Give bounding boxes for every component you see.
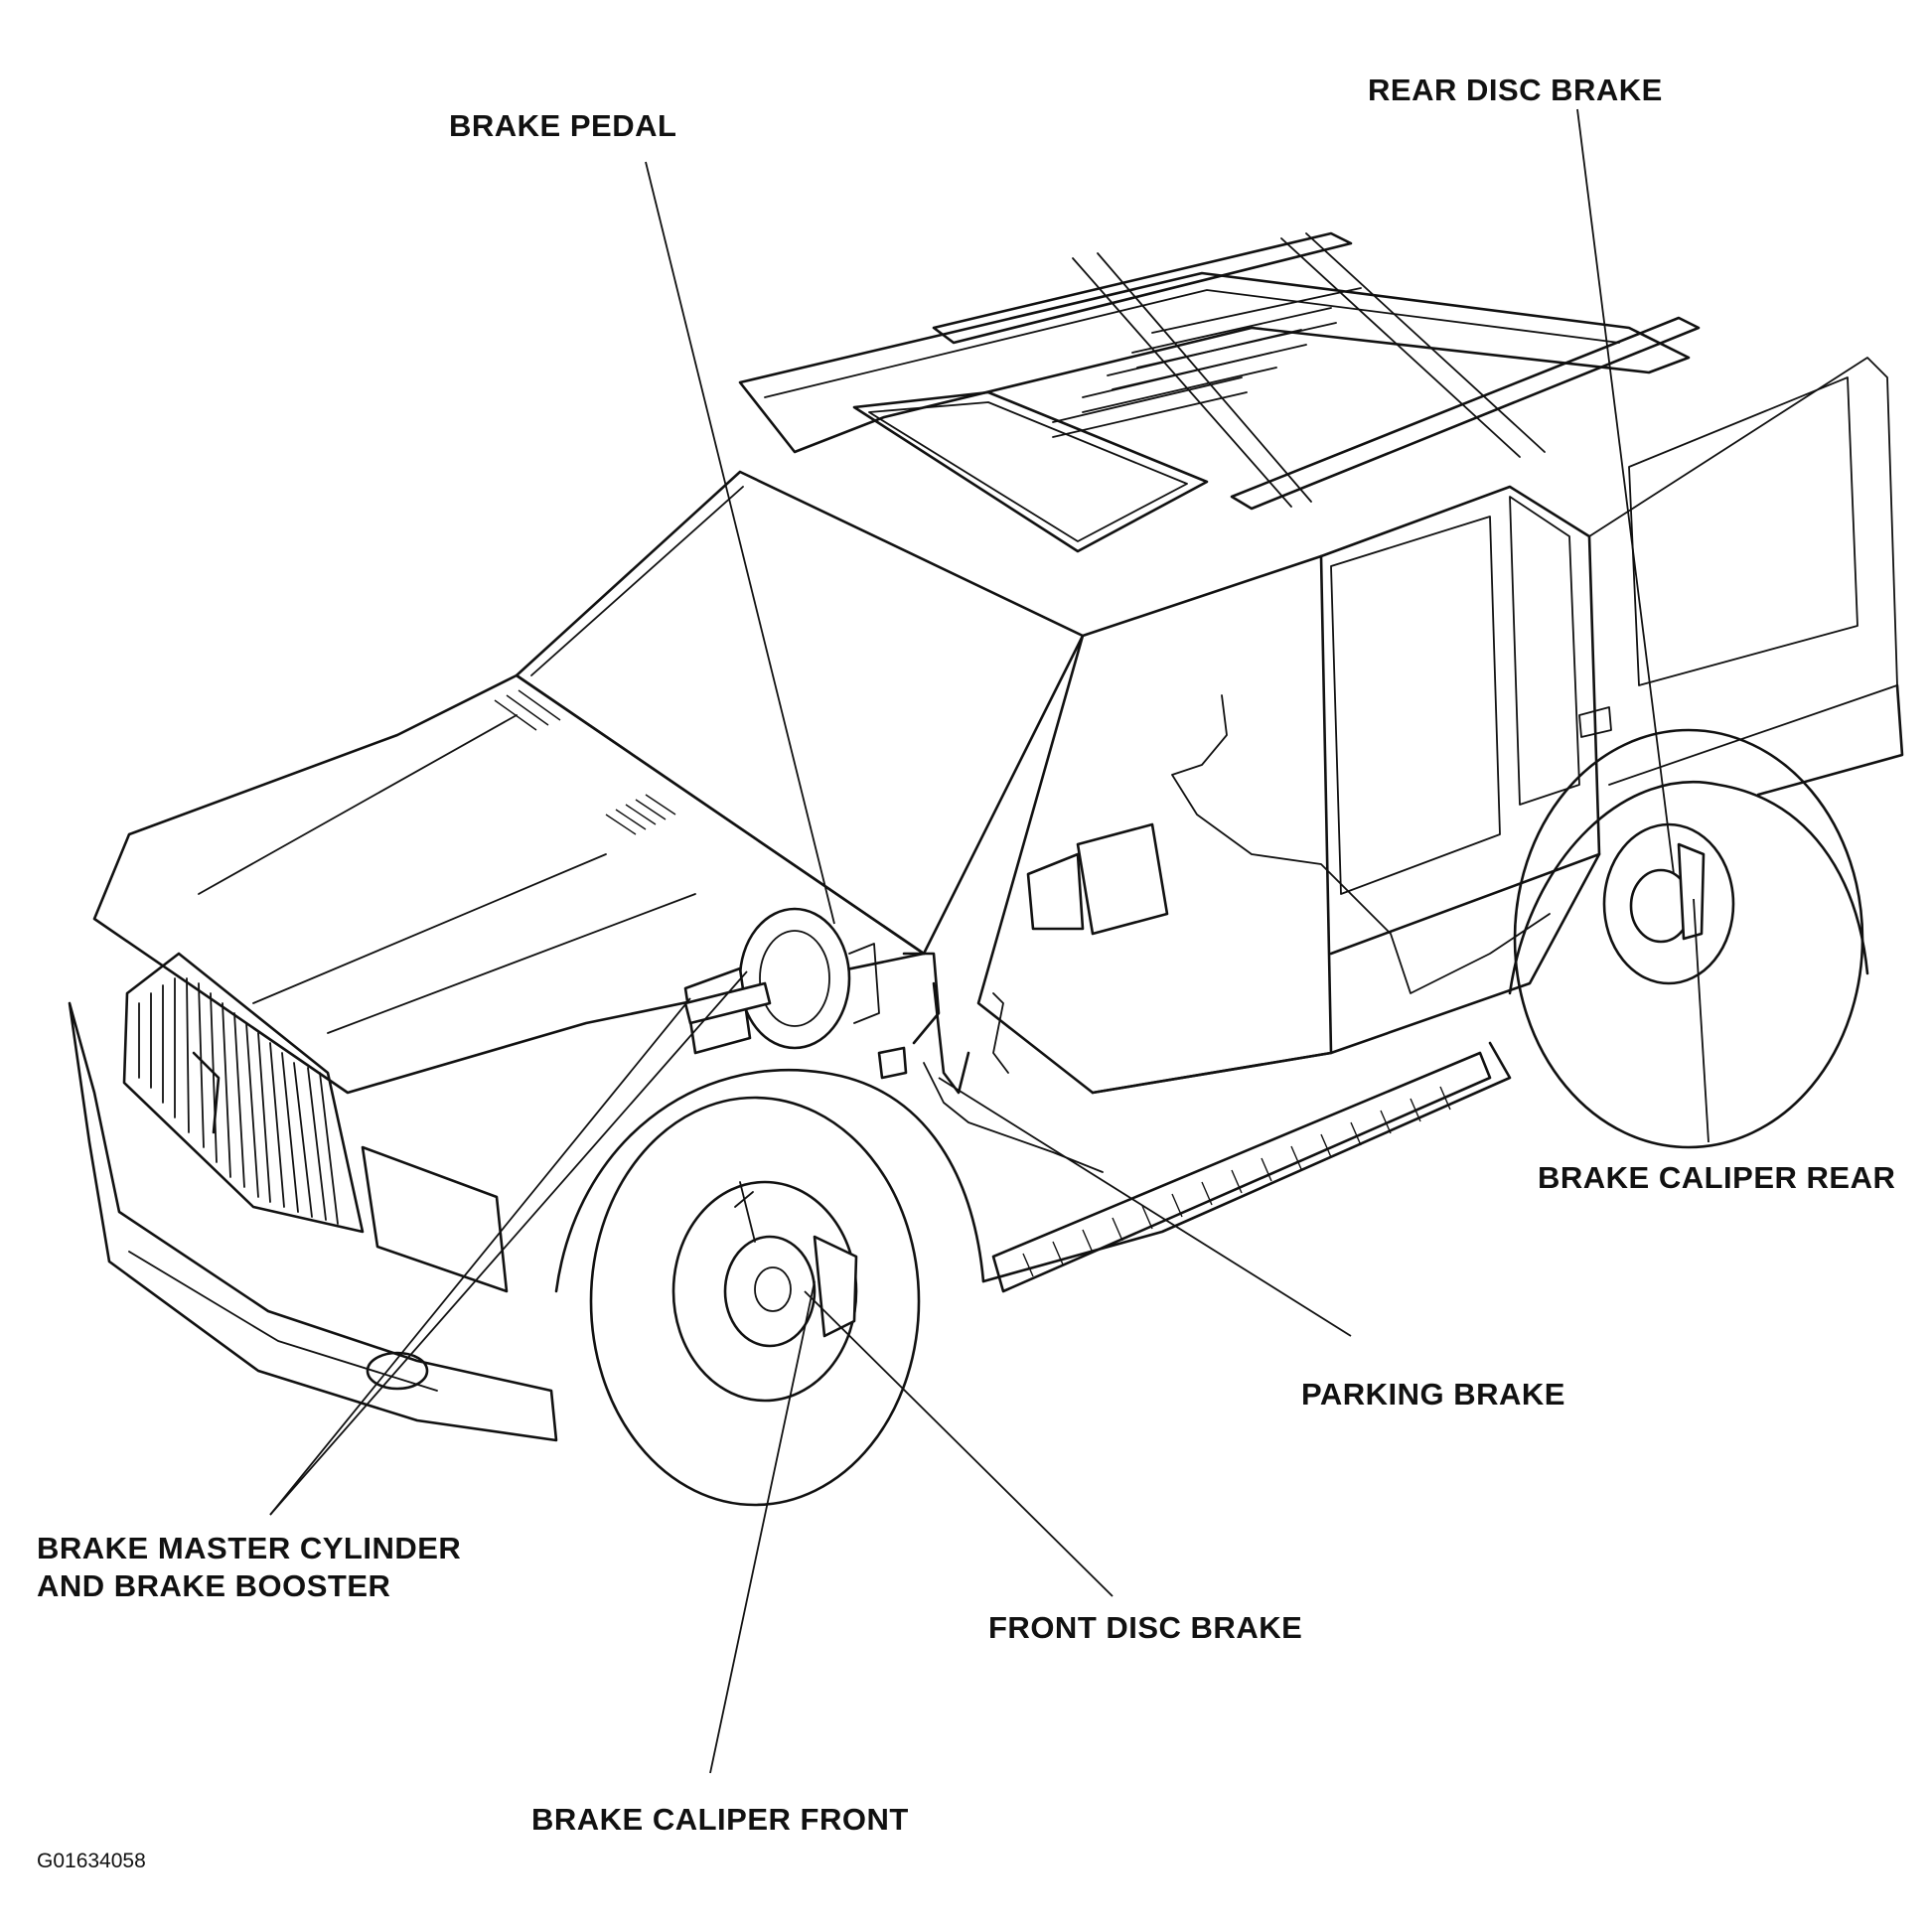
- label-front-disc-brake: FRONT DISC BRAKE: [988, 1610, 1303, 1645]
- label-brake-caliper-front: BRAKE CALIPER FRONT: [531, 1802, 909, 1837]
- leader-parking-brake: [938, 1077, 1352, 1337]
- leader-brake-caliper-rear: [1693, 898, 1709, 1143]
- leader-brake-caliper-front: [709, 1280, 816, 1774]
- label-rear-disc-brake: REAR DISC BRAKE: [1368, 73, 1663, 107]
- label-brake-caliper-rear: BRAKE CALIPER REAR: [1538, 1160, 1896, 1195]
- figure-code: G01634058: [37, 1850, 146, 1872]
- leader-brake-booster: [269, 970, 748, 1516]
- vehicle-illustration: [68, 231, 1904, 1507]
- leader-front-disc-brake: [804, 1290, 1114, 1597]
- label-brake-pedal: BRAKE PEDAL: [449, 108, 677, 143]
- leader-master-cylinder: [269, 997, 691, 1516]
- label-master-cylinder-line2: AND BRAKE BOOSTER: [37, 1567, 391, 1603]
- leader-rear-disc-brake: [1576, 108, 1675, 875]
- leader-brake-pedal: [645, 161, 835, 925]
- label-master-cylinder-booster: BRAKE MASTER CYLINDER AND BRAKE BOOSTER: [37, 1530, 461, 1605]
- label-parking-brake: PARKING BRAKE: [1301, 1377, 1565, 1412]
- label-master-cylinder-line1: BRAKE MASTER CYLINDER: [37, 1531, 462, 1565]
